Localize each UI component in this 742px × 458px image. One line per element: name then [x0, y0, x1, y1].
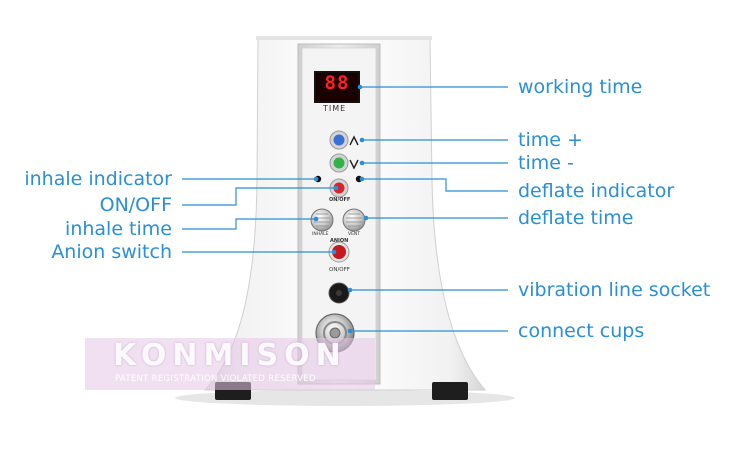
label-time-minus: time - — [518, 152, 574, 174]
label-inhale-time: inhale time — [65, 218, 172, 240]
right-foot — [432, 382, 468, 400]
label-time-plus: time + — [518, 129, 583, 151]
label-connect-cups: connect cups — [518, 320, 645, 342]
label-on-off: ON/OFF — [99, 194, 172, 216]
anion-switch-cap — [332, 245, 346, 259]
watermark-subtitle: PATENT REGISTRATION VIOLATED RESERVED — [115, 374, 316, 384]
label-vibration-socket: vibration line socket — [518, 279, 711, 301]
display-digits: 88 — [324, 72, 350, 94]
power-led — [333, 182, 345, 194]
cup-connector-nozzle — [329, 327, 341, 339]
inhale-time-knob[interactable] — [310, 208, 334, 232]
chevron-down-icon — [349, 159, 359, 170]
label-deflate-indicator: deflate indicator — [518, 180, 675, 202]
inhale-knob-grip — [314, 213, 330, 227]
inhale-knob-caption: INHALE — [312, 232, 329, 237]
watermark: KONMISON PATENT REGISTRATION VIOLATED RE… — [85, 338, 375, 390]
device-top-edge — [256, 36, 432, 40]
left-callout-lines — [182, 176, 339, 255]
time-plus-led — [333, 134, 345, 146]
deflate-knob-caption: VENT — [348, 232, 361, 237]
time-minus-led — [333, 157, 345, 169]
vibration-switch-caption: ON/OFF — [329, 267, 350, 273]
display-caption: TIME — [323, 104, 347, 113]
label-inhale-indicator: inhale indicator — [24, 168, 172, 190]
deflate-time-knob[interactable] — [342, 208, 366, 232]
watermark-brand: KONMISON — [113, 338, 347, 373]
base-shadow — [175, 390, 515, 406]
anion-caption: ANION — [330, 238, 349, 244]
label-deflate-time: deflate time — [518, 207, 634, 229]
power-button-caption: ON/OFF — [329, 197, 351, 203]
vibration-socket-hole — [336, 290, 342, 296]
right-callout-lines — [347, 84, 508, 334]
label-working-time: working time — [518, 76, 643, 98]
watermark-backdrop — [85, 338, 375, 390]
chevron-up-icon — [349, 135, 359, 146]
deflate-knob-grip — [346, 213, 362, 227]
label-anion-switch: Anion switch — [51, 241, 172, 263]
